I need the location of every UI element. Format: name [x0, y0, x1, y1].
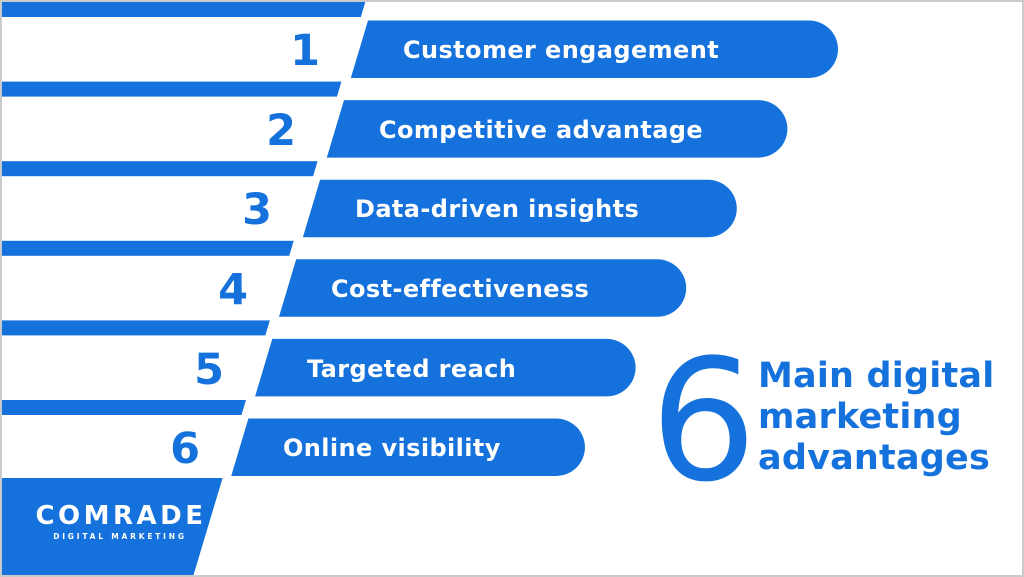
pill-label-1: Customer engagement — [403, 36, 719, 64]
pill-1 — [350, 20, 838, 78]
pill-4 — [279, 259, 687, 317]
diagonal-band — [193, 0, 376, 577]
pill-3 — [302, 179, 737, 238]
heading-line-1: Main digital — [758, 356, 994, 396]
pill-5 — [255, 338, 636, 397]
pill-label-4: Cost-effectiveness — [331, 275, 589, 303]
row-number-1: 1 — [290, 26, 320, 76]
pill-labels: Customer engagement Competitive advantag… — [283, 36, 719, 462]
heading-group: 6 Main digital marketing advantages — [650, 323, 994, 519]
pill-label-5: Targeted reach — [307, 355, 516, 383]
row-number-5: 5 — [194, 345, 224, 395]
pill-6 — [231, 418, 585, 476]
pill-label-2: Competitive advantage — [379, 116, 703, 144]
row-number-4: 4 — [218, 265, 248, 315]
pill-label-6: Online visibility — [283, 434, 501, 462]
row-number-6: 6 — [170, 424, 200, 474]
brand-logo: COMRADE DIGITAL MARKETING — [35, 501, 206, 541]
brand-name: COMRADE — [35, 501, 206, 531]
row-numbers: 1 2 3 4 5 6 — [170, 26, 320, 474]
heading-line-2: marketing — [758, 397, 962, 437]
pill-label-3: Data-driven insights — [355, 195, 639, 223]
heading-line-3: advantages — [758, 438, 990, 478]
row-number-2: 2 — [266, 106, 296, 156]
heading-count: 6 — [650, 323, 757, 519]
brand-tagline: DIGITAL MARKETING — [53, 532, 187, 541]
pill-2 — [326, 100, 788, 158]
pill-shapes — [231, 20, 838, 476]
row-number-3: 3 — [242, 185, 272, 235]
